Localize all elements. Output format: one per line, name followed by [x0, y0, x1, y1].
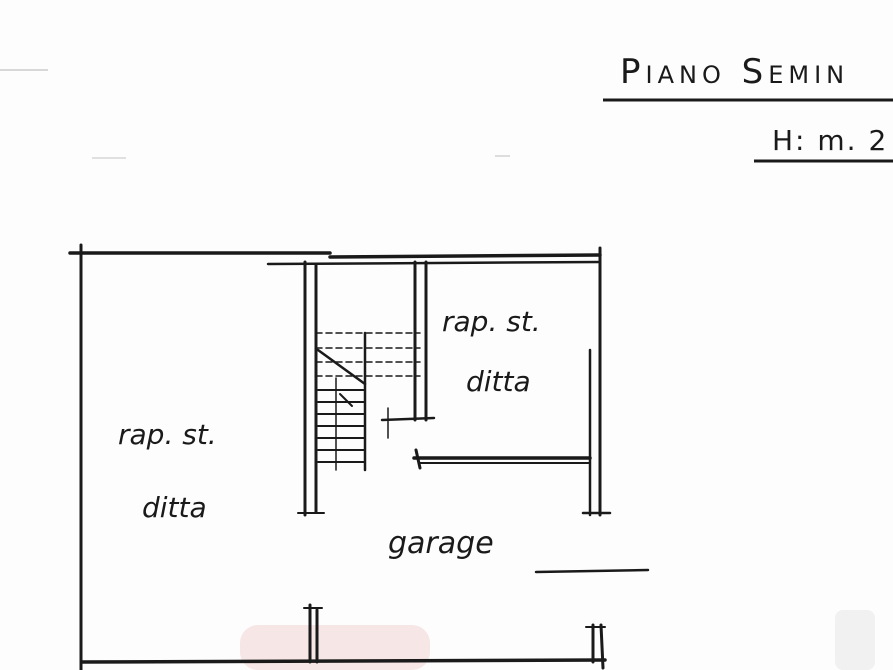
staircase: [315, 331, 421, 472]
top-wall: [68, 251, 602, 259]
ceiling-height-note: H: m. 2: [772, 124, 889, 157]
room-label-left-line2: ditta: [142, 491, 207, 524]
garage-label: garage: [388, 526, 494, 561]
garage-door-line: [534, 568, 650, 574]
room-label-left-line1: rap. st.: [118, 418, 217, 451]
stair-wall-foot: [380, 416, 436, 422]
top-wall-inner: [266, 260, 602, 266]
bottom-right-jamb-2: [599, 623, 605, 670]
floor-title: Piano Semin: [620, 52, 850, 92]
watermark-shape: [240, 625, 430, 670]
room-label-right-line1: rap. st.: [442, 305, 541, 338]
room-label-right-line2: ditta: [466, 365, 531, 398]
bottom-wall: [80, 658, 607, 664]
storage-wall-tick: [414, 448, 422, 470]
watermark-shape-2: [835, 610, 875, 670]
